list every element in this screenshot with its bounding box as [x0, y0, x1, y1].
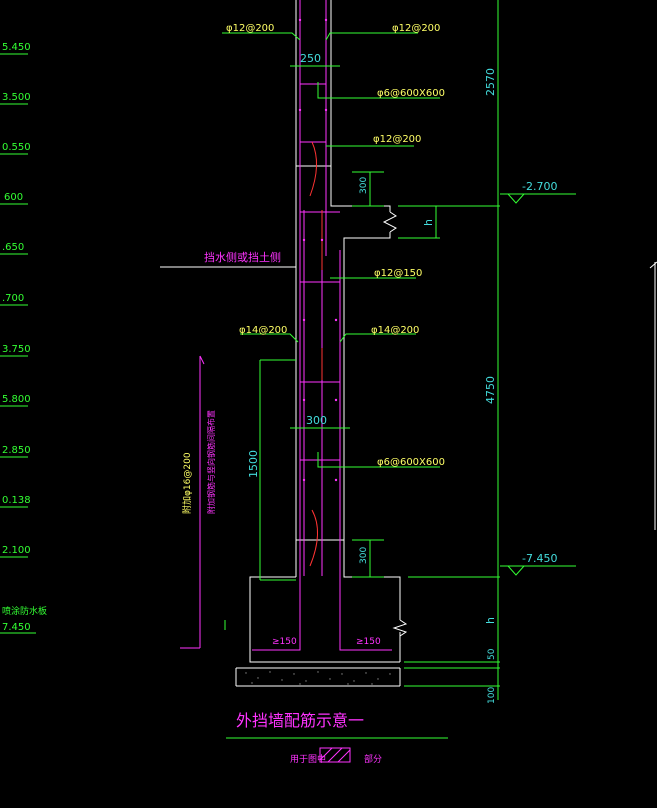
elevation-label: .700: [2, 293, 24, 304]
elevation-label: 3.500: [2, 92, 31, 103]
break-symbol: [392, 619, 408, 637]
rebar-label: φ12@200: [373, 134, 421, 145]
dimension-label: 2570: [484, 68, 497, 96]
elevation-label: 5.800: [2, 394, 31, 405]
rebar-label: φ6@600X600: [377, 457, 445, 468]
retaining-side-label: 挡水侧或挡土侧: [204, 250, 281, 264]
vertical-reinforcement: [180, 0, 392, 651]
rebar-label: φ12@200: [226, 23, 274, 34]
dimension-label: 300: [306, 414, 327, 427]
dimension-label: 300: [359, 177, 369, 194]
additional-bar-hooks: [309, 141, 323, 567]
rebar-label: φ14@200: [371, 325, 419, 336]
legend-label: 用于图中: [290, 753, 326, 765]
rebar-label: φ6@600X600: [377, 88, 445, 99]
elevation-label: 2.850: [2, 445, 31, 456]
additional-bar-arrangement-note: 附加钢筋与竖向钢筋间隔布置: [206, 410, 216, 514]
dimension-label: 100: [487, 687, 497, 704]
rebar-label: φ14@200: [239, 325, 287, 336]
elevation-label: 5.450: [2, 42, 31, 53]
dimension-label: 250: [300, 52, 321, 65]
drawing-title: 外挡墙配筋示意一: [236, 711, 364, 730]
elevation-label: .650: [2, 242, 24, 253]
rebar-label: φ12@200: [392, 23, 440, 34]
break-symbol: [382, 211, 397, 233]
dimension-label: h: [422, 219, 435, 226]
blinding-layer-hatch: [245, 671, 391, 685]
elevation-label: 7.450: [2, 622, 31, 633]
dimension-label: 300: [359, 547, 369, 564]
level-label: -2.700: [522, 180, 557, 193]
legend-label: 部分: [364, 753, 382, 765]
elevation-label: 600: [4, 192, 23, 203]
dimension-label: 1500: [247, 450, 260, 478]
elevation-note: 喷涂防水板: [2, 605, 47, 617]
anchorage-label: ≥150: [356, 637, 381, 647]
dimension-label: h: [484, 617, 497, 624]
leader-lines: [222, 0, 576, 739]
rebar-dots: [298, 18, 338, 482]
wall-outline: [235, 0, 401, 687]
additional-bar-note: 附加φ16@200: [181, 452, 193, 514]
anchorage-label: ≥150: [272, 637, 297, 647]
level-label: -7.450: [522, 552, 557, 565]
elevation-label: 0.550: [2, 142, 31, 153]
left-elevation-column: 5.450 3.500 0.550 600 .650 .700 3.750 5.…: [0, 42, 47, 634]
dimension-label: 50: [487, 648, 497, 660]
elevation-label: 0.138: [2, 495, 31, 506]
dimension-label: 4750: [484, 376, 497, 404]
legend-hatch-swatch: [319, 747, 351, 763]
rebar-label: φ12@150: [374, 268, 422, 279]
elevation-label: 3.750: [2, 344, 31, 355]
elevation-label: 2.100: [2, 545, 31, 556]
